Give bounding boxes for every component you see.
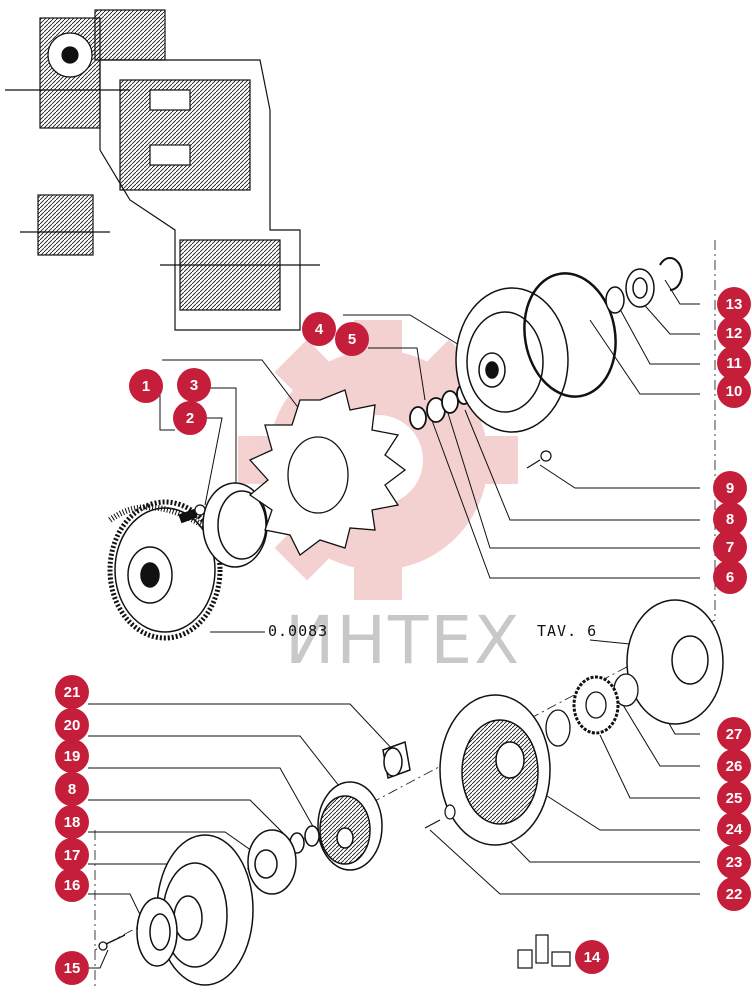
callout-8-lower[interactable]: 8 (55, 772, 89, 806)
callout-20[interactable]: 20 (55, 708, 89, 742)
bolt-part-15 (98, 934, 126, 951)
callout-11[interactable]: 11 (717, 346, 751, 380)
callout-18[interactable]: 18 (55, 805, 89, 839)
flange-ring (136, 897, 178, 967)
callout-4[interactable]: 4 (302, 312, 336, 346)
pump-housing (439, 694, 551, 846)
watermark-text: ИНТЕХ (285, 602, 522, 679)
hub (455, 287, 569, 433)
callout-27[interactable]: 27 (717, 717, 751, 751)
callout-15[interactable]: 15 (55, 951, 89, 985)
flywheel (107, 499, 223, 641)
callout-25[interactable]: 25 (717, 781, 751, 815)
callout-3[interactable]: 3 (177, 368, 211, 402)
bushing (382, 740, 411, 780)
callout-2[interactable]: 2 (173, 401, 207, 435)
bolt-part-22 (424, 804, 456, 829)
spring-clip (517, 934, 571, 969)
part-number-label: 0.0083 (268, 622, 329, 640)
bolt-part-9 (526, 450, 552, 469)
turbine-hub (247, 829, 297, 895)
cover (626, 599, 724, 725)
stator (317, 781, 383, 871)
callout-23[interactable]: 23 (717, 845, 751, 879)
gears (545, 673, 639, 747)
callout-24[interactable]: 24 (717, 812, 751, 846)
flex-plate (248, 389, 407, 556)
callout-9[interactable]: 9 (713, 471, 747, 505)
callout-22[interactable]: 22 (717, 877, 751, 911)
transmission-section (5, 9, 320, 331)
bearing-group (605, 257, 683, 314)
callout-26[interactable]: 26 (717, 749, 751, 783)
bolt-washer (178, 504, 206, 524)
callout-21[interactable]: 21 (55, 675, 89, 709)
callout-16[interactable]: 16 (55, 868, 89, 902)
callout-17[interactable]: 17 (55, 838, 89, 872)
callout-6[interactable]: 6 (713, 560, 747, 594)
callout-19[interactable]: 19 (55, 739, 89, 773)
o-ring (523, 272, 617, 398)
callout-13[interactable]: 13 (717, 287, 751, 321)
drive-plate (156, 834, 254, 986)
callout-14[interactable]: 14 (575, 940, 609, 974)
table-reference-label: TAV. 6 (537, 622, 598, 640)
callout-12[interactable]: 12 (717, 316, 751, 350)
callout-8-upper[interactable]: 8 (713, 502, 747, 536)
callout-5[interactable]: 5 (335, 322, 369, 356)
callout-1[interactable]: 1 (129, 369, 163, 403)
